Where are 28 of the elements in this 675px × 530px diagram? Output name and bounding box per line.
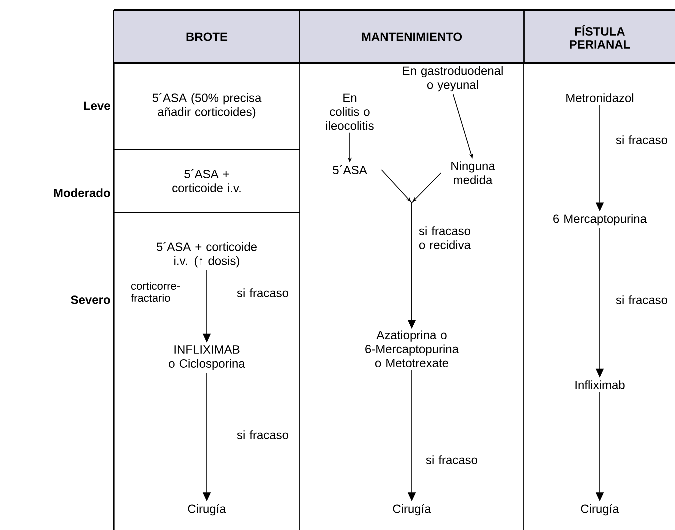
treatment-text: 6 Mercaptopurina [554, 214, 647, 226]
treatment-text: 5´ASA (50% precisa añadir corticoides) [152, 93, 262, 119]
header-cell: MANTENIMIENTO [300, 10, 524, 64]
edge-label: si fracaso [616, 136, 668, 144]
edge-label: si fracaso o recidiva [419, 226, 471, 250]
header-cell: BROTE [114, 10, 300, 64]
treatment-text: Cirugía [393, 504, 432, 516]
treatment-text: Infliximab [576, 380, 625, 390]
treatment-text: Cirugía [188, 504, 226, 516]
treatment-text: En gastroduodenal o yeyunal [403, 66, 503, 92]
row-label: Leve [84, 102, 110, 110]
treatment-text: 5´ASA + corticoide i.v. [172, 170, 241, 192]
treatment-text: INFLIXIMAB o Ciclosporina [169, 346, 246, 370]
treatment-text: Azatioprina o 6-Mercaptopurina o Metotrexate [366, 330, 459, 368]
treatment-text: Metronidazol [566, 94, 634, 102]
annotation: corticorre- fractario [131, 282, 180, 302]
row-label: Severo [71, 296, 110, 304]
header-cell: FÍSTULA PERIANAL [524, 10, 675, 64]
treatment-text: Cirugía [581, 504, 620, 516]
treatment-text: 5´ASA + corticoide i.v. (↑ dosis) [156, 242, 257, 268]
treatment-text: En colitis o ileocolitis [326, 94, 374, 130]
treatment-text: 5´ASA [333, 166, 368, 174]
treatment-text: Ninguna medida [452, 162, 496, 184]
edge-label: si fracaso [237, 430, 288, 440]
edge-label: si fracaso [426, 456, 478, 464]
edge-label: si fracaso [616, 296, 668, 304]
row-label: Moderado [54, 188, 110, 198]
edge-label: si fracaso [237, 288, 288, 298]
